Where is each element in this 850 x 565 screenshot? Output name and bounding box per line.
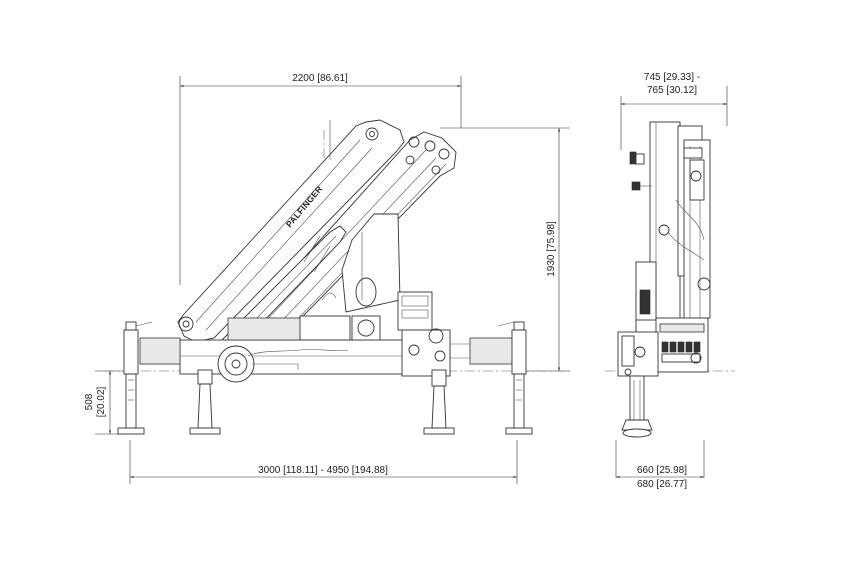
spread-bottom-label: 3000 [118.11] - 4950 [194.88] [258,465,388,476]
dimension-width-top: 2200 [86.61] [179,73,462,285]
dimension-side-width-bottom: 660 [25.98] 680 [26.77] [615,440,705,490]
side-width-bottom-label-1: 660 [25.98] [637,465,687,476]
outrigger-height-inch-label: [20.02] [96,386,107,417]
side-width-top-label-1: 745 [29.33] - [644,72,700,83]
dimension-height-right: 1930 [75.98] [440,127,570,372]
side-width-bottom-label-2: 680 [26.77] [637,479,687,490]
dimension-outrigger-height: 508 [20.02] [84,370,130,435]
dimension-spread-bottom: 3000 [118.11] - 4950 [194.88] [129,440,518,484]
width-top-label: 2200 [86.61] [292,73,348,84]
crane-side-view [617,121,711,438]
side-width-top-label-2: 765 [30.12] [647,85,697,96]
dimension-side-width-top: 745 [29.33] - 765 [30.12] [620,72,728,150]
height-right-label: 1930 [75.98] [546,221,557,277]
outrigger-height-label: 508 [84,393,95,410]
crane-front-view: PALFINGER [117,119,533,435]
